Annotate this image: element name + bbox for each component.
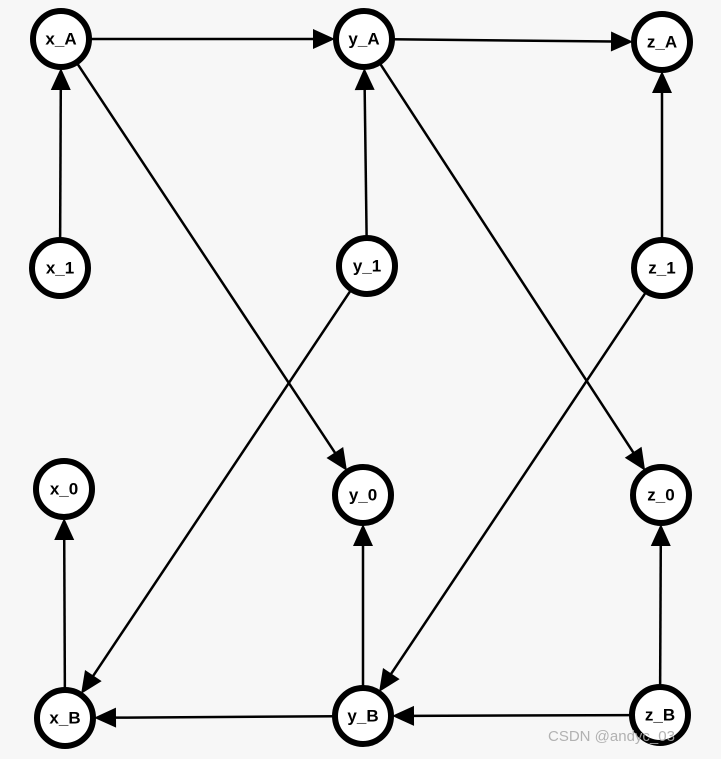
- node-label: z_0: [647, 485, 674, 504]
- edge-z_B-to-z_0: [650, 523, 671, 688]
- edge-line: [658, 543, 663, 688]
- arrowhead: [50, 67, 71, 91]
- node-label: z_1: [648, 258, 675, 277]
- arrowhead: [652, 71, 672, 93]
- node-circle: [630, 464, 692, 526]
- edge-line: [58, 87, 63, 241]
- node-x_0: x_0: [33, 458, 95, 520]
- edge-x_1-to-x_A: [50, 67, 71, 241]
- node-circle: [333, 8, 395, 70]
- node-label: x_1: [46, 258, 74, 277]
- node-x_A: x_A: [30, 8, 92, 70]
- node-y_B: y_B: [332, 685, 394, 747]
- node-label: y_B: [347, 706, 378, 725]
- edge-y_1-to-y_A: [354, 67, 375, 239]
- node-label: y_1: [353, 256, 381, 275]
- arrowhead: [313, 29, 335, 49]
- node-circle: [631, 11, 693, 73]
- edge-x_A-to-y_A: [89, 29, 335, 49]
- node-circle: [29, 237, 91, 299]
- edge-line: [91, 288, 353, 678]
- node-label: x_A: [45, 29, 76, 48]
- node-y_0: y_0: [332, 464, 394, 526]
- arrowhead: [391, 705, 415, 726]
- edge-y_B-to-y_0: [353, 524, 373, 688]
- edge-z_B-to-y_B: [391, 705, 633, 726]
- node-z_A: z_A: [631, 11, 693, 73]
- arrowhead: [81, 670, 102, 694]
- arrowhead: [624, 446, 646, 471]
- edge-line: [75, 61, 337, 455]
- edge-line: [391, 38, 614, 43]
- edge-line: [389, 290, 648, 676]
- edge-line: [363, 87, 368, 239]
- edge-line: [411, 713, 633, 718]
- edge-y_A-to-z_A: [391, 31, 634, 52]
- node-x_B: x_B: [34, 687, 96, 749]
- arrowhead: [353, 524, 373, 546]
- node-label: z_B: [645, 705, 675, 724]
- watermark-text: CSDN @andyc_03: [548, 728, 675, 745]
- node-x_1: x_1: [29, 237, 91, 299]
- edges-layer: [50, 29, 672, 728]
- edge-y_B-to-x_B: [93, 707, 336, 728]
- node-z_1: z_1: [631, 237, 693, 299]
- edge-y_A-to-z_0: [378, 61, 646, 471]
- node-label: z_A: [647, 32, 677, 51]
- node-y_1: y_1: [336, 235, 398, 297]
- node-z_0: z_0: [630, 464, 692, 526]
- nodes-layer: x_A y_A z_A x_1 y_1 z_1 x_0 y_0 z_0 x_B y_B z_B: [29, 8, 693, 749]
- node-circle: [34, 687, 96, 749]
- node-z_B: z_B: [629, 684, 691, 746]
- node-label: y_0: [349, 485, 377, 504]
- edge-y_1-to-x_B: [81, 288, 353, 694]
- node-circle: [629, 684, 691, 746]
- edge-x_A-to-y_0: [75, 61, 347, 471]
- node-label: y_A: [348, 29, 379, 48]
- node-label: x_0: [50, 479, 78, 498]
- arrowhead: [379, 668, 400, 692]
- arrowhead: [54, 517, 75, 541]
- edge-z_1-to-z_A: [652, 71, 672, 240]
- edge-z_1-to-y_B: [379, 290, 648, 692]
- node-circle: [332, 464, 394, 526]
- arrowhead: [610, 31, 634, 52]
- edge-x_B-to-x_0: [54, 517, 75, 691]
- edge-line: [113, 714, 336, 719]
- node-circle: [33, 458, 95, 520]
- node-circle: [30, 8, 92, 70]
- edge-line: [378, 61, 636, 455]
- node-circle: [332, 685, 394, 747]
- arrowhead: [354, 67, 375, 91]
- arrowhead: [650, 523, 671, 547]
- arrowhead: [93, 707, 117, 728]
- edge-line: [62, 537, 67, 691]
- node-circle: [631, 237, 693, 299]
- node-label: x_B: [49, 708, 80, 727]
- arrowhead: [326, 446, 347, 471]
- node-y_A: y_A: [333, 8, 395, 70]
- node-circle: [336, 235, 398, 297]
